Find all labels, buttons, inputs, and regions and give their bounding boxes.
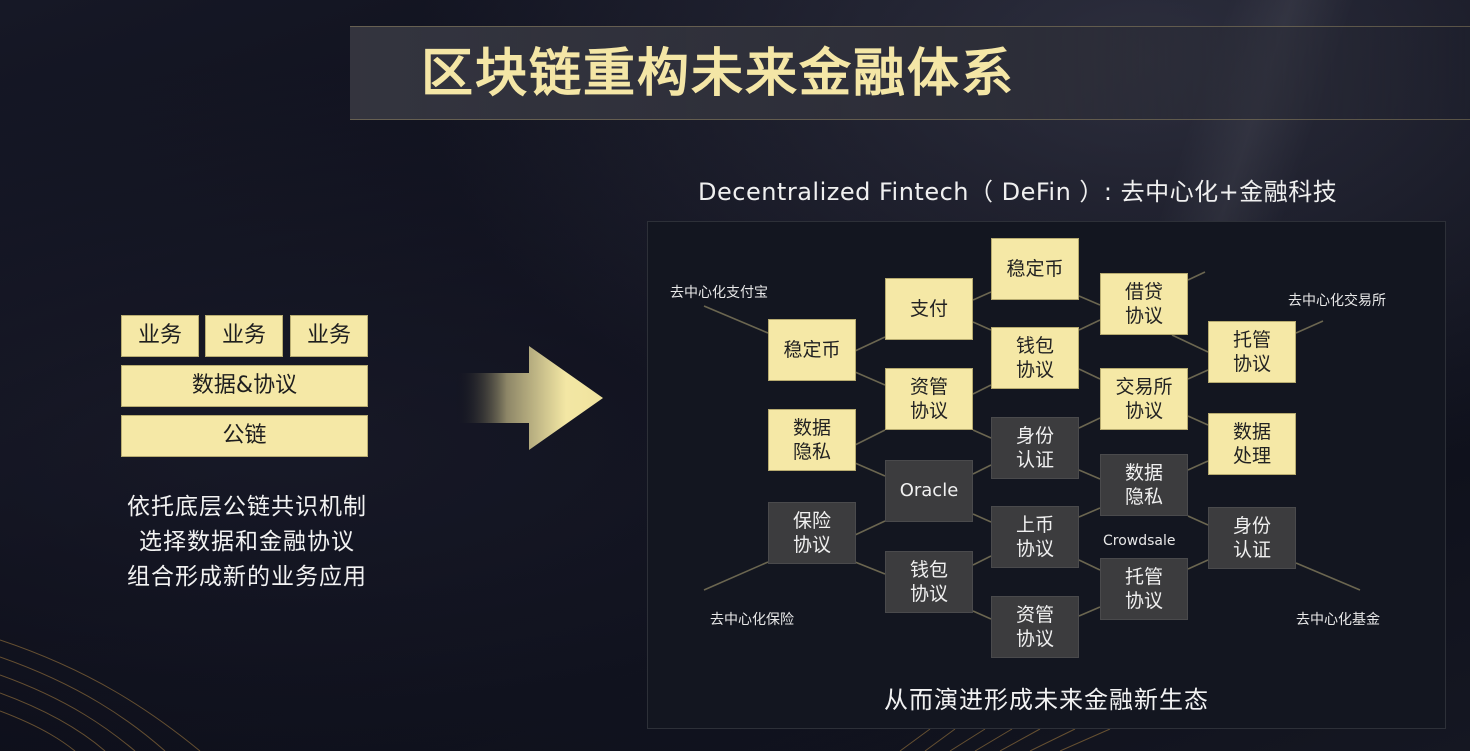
label-decentralized-fund: 去中心化基金 (1296, 612, 1380, 628)
label-decentralized-insurance: 去中心化保险 (710, 612, 794, 628)
node-data-privacy: 数据 隐私 (768, 409, 856, 471)
defin-heading: Decentralized Fintech（ DeFin ）: 去中心化+金融科… (698, 178, 1338, 206)
node-identity-auth: 身份 认证 (991, 417, 1079, 479)
node-stablecoin: 稳定币 (991, 238, 1079, 300)
node-wallet-protocol: 钱包 协议 (885, 551, 973, 613)
stack-data-protocol: 数据&协议 (121, 365, 368, 407)
node-oracle: Oracle (885, 460, 973, 522)
node-asset-mgmt-protocol: 资管 协议 (885, 368, 973, 430)
node-listing-protocol: 上币 协议 (991, 506, 1079, 568)
node-data-privacy: 数据 隐私 (1100, 454, 1188, 516)
slide-title: 区块链重构未来金融体系 (420, 44, 1015, 104)
node-data-processing: 数据 处理 (1208, 413, 1296, 475)
stack-business-2: 业务 (205, 315, 283, 357)
arrow-right-icon (455, 346, 603, 450)
node-payment: 支付 (885, 278, 973, 340)
node-stablecoin: 稳定币 (768, 319, 856, 381)
node-wallet-protocol: 钱包 协议 (991, 327, 1079, 389)
title-band (350, 26, 1470, 120)
node-custody-protocol: 托管 协议 (1100, 558, 1188, 620)
left-caption-line-1: 依托底层公链共识机制 (127, 494, 367, 520)
node-insurance-protocol: 保险 协议 (768, 502, 856, 564)
ecosystem-caption: 从而演进形成未来金融新生态 (884, 686, 1209, 714)
label-decentralized-alipay: 去中心化支付宝 (670, 285, 768, 301)
node-exchange-protocol: 交易所 协议 (1100, 368, 1188, 430)
label-decentralized-exchange: 去中心化交易所 (1288, 293, 1386, 309)
node-asset-mgmt-protocol: 资管 协议 (991, 596, 1079, 658)
stack-business-1: 业务 (121, 315, 199, 357)
node-lending-protocol: 借贷 协议 (1100, 273, 1188, 335)
left-caption-line-2: 选择数据和金融协议 (139, 529, 355, 555)
node-identity-auth: 身份 认证 (1208, 507, 1296, 569)
stack-business-3: 业务 (290, 315, 368, 357)
node-custody-protocol: 托管 协议 (1208, 321, 1296, 383)
left-caption: 依托底层公链共识机制 选择数据和金融协议 组合形成新的业务应用 (92, 490, 402, 595)
left-caption-line-3: 组合形成新的业务应用 (127, 564, 367, 590)
stack-public-chain: 公链 (121, 415, 368, 457)
label-crowdsale: Crowdsale (1103, 533, 1176, 549)
